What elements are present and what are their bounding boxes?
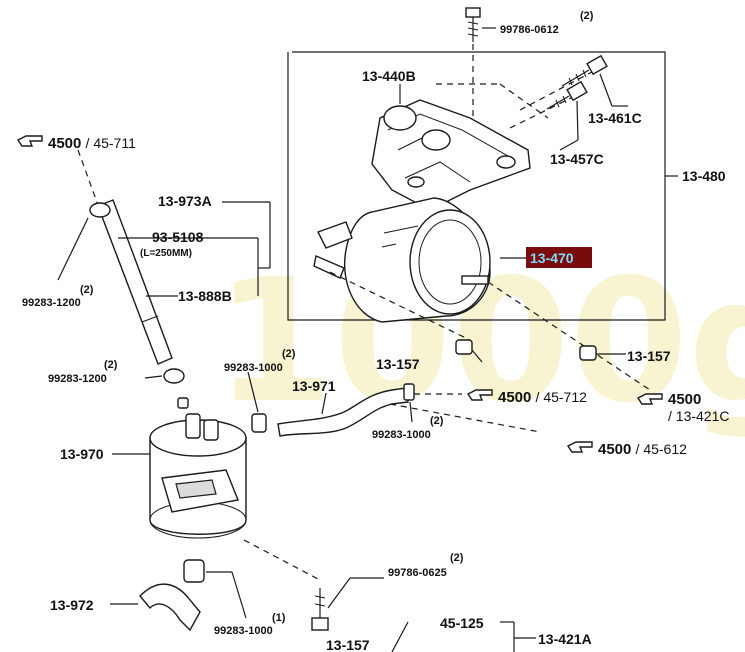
ref-callout-4[interactable]: 4500 / 45-612 — [598, 441, 687, 458]
vent-flow-line — [77, 149, 99, 206]
pointing-hand-icon — [466, 389, 493, 401]
tube-5108-label[interactable]: 93-5108 — [152, 229, 204, 245]
clip-5-qty: (1) — [272, 612, 286, 624]
ref-number: 4500 — [48, 135, 81, 152]
flow-line — [329, 271, 471, 341]
top-bolt — [465, 7, 496, 128]
clip-3-label[interactable]: 99283-1000 — [224, 362, 283, 374]
clip-2-qty: (2) — [104, 359, 118, 371]
bolt-457c — [546, 80, 588, 151]
guide-line — [519, 71, 593, 111]
ref-callout-1[interactable]: 4500 / 45-711 — [48, 135, 136, 152]
ref-page: / 13-421C — [668, 408, 729, 424]
bolt-461c — [561, 54, 628, 107]
filter-label[interactable]: 13-470 — [530, 250, 574, 266]
bracket-assembly — [371, 84, 531, 211]
ref-number: 4500 — [498, 389, 531, 406]
hose-972-label[interactable]: 13-972 — [50, 597, 94, 613]
hose-971-label[interactable]: 13-971 — [292, 378, 336, 394]
hose-972 — [110, 559, 247, 632]
svg-text:4500 / 45-711: 4500 / 45-711 — [48, 135, 136, 152]
ref-number: 4500 — [668, 391, 701, 408]
assembly-frame — [287, 51, 666, 321]
guide-line — [499, 83, 549, 119]
bolt-top-label[interactable]: 99786-0612 — [500, 24, 559, 36]
tube-973a-label[interactable]: 13-973A — [158, 193, 212, 209]
charcoal-canister — [112, 397, 247, 539]
assembly-label[interactable]: 13-480 — [682, 168, 726, 184]
clamp-a — [455, 339, 483, 363]
ref-page: / 45-612 — [636, 441, 688, 457]
bolt-low-qty: (2) — [450, 552, 464, 564]
fuel-filter — [313, 197, 491, 323]
vent-tube — [89, 199, 185, 384]
ref-page: / 45-711 — [86, 135, 137, 151]
pipe-label[interactable]: 45-125 — [440, 615, 484, 631]
clamp-a-label[interactable]: 13-157 — [376, 356, 420, 372]
clamp-b-label[interactable]: 13-157 — [627, 348, 671, 364]
clamp-b — [579, 345, 626, 361]
hose-971 — [247, 371, 462, 437]
tube-888b-label[interactable]: 13-888B — [178, 288, 232, 304]
pipe-end-label[interactable]: 13-421A — [538, 631, 592, 647]
ref-callout-2[interactable]: 4500 / 45-712 — [498, 389, 587, 406]
flow-line — [389, 403, 541, 433]
bolt-top-qty: (2) — [580, 10, 594, 22]
pipe-leader — [391, 621, 409, 652]
pointing-hand-icon — [636, 393, 663, 405]
clip-leader — [57, 217, 89, 281]
svg-text:4500 / 45-712: 4500 / 45-712 — [498, 389, 587, 406]
ref-number: 4500 — [598, 441, 631, 458]
ref-page: / 45-712 — [536, 389, 588, 405]
flow-line — [243, 539, 321, 581]
bolt-461c-label[interactable]: 13-461C — [588, 110, 642, 126]
bolt-low-label[interactable]: 99786-0625 — [388, 567, 447, 579]
clip-2-label[interactable]: 99283-1200 — [48, 373, 107, 385]
clip-5-label[interactable]: 99283-1000 — [214, 625, 273, 637]
bracket-label[interactable]: 13-440B — [362, 68, 416, 84]
pointing-hand-icon — [566, 441, 593, 453]
ref-callout-3[interactable]: 4500 / 13-421C — [668, 391, 729, 424]
bolt-457c-label[interactable]: 13-457C — [550, 151, 604, 167]
pointing-hand-icon — [16, 135, 43, 147]
clamp-c-label[interactable]: 13-157 — [326, 637, 370, 652]
filter-label-highlight — [526, 247, 592, 268]
clip-4-qty: (2) — [430, 415, 444, 427]
clip-4-label[interactable]: 99283-1000 — [372, 429, 431, 441]
clip-3-qty: (2) — [282, 348, 296, 360]
guide-line — [509, 95, 576, 129]
canister-label[interactable]: 13-970 — [60, 446, 104, 462]
svg-text:4500 / 45-612: 4500 / 45-612 — [598, 441, 687, 458]
lower-bolt — [311, 577, 384, 631]
clip-1-qty: (2) — [80, 284, 94, 296]
clip-1-label[interactable]: 99283-1200 — [22, 297, 81, 309]
clip-leader — [144, 375, 163, 379]
tube-5108-length: (L=250MM) — [140, 248, 192, 259]
